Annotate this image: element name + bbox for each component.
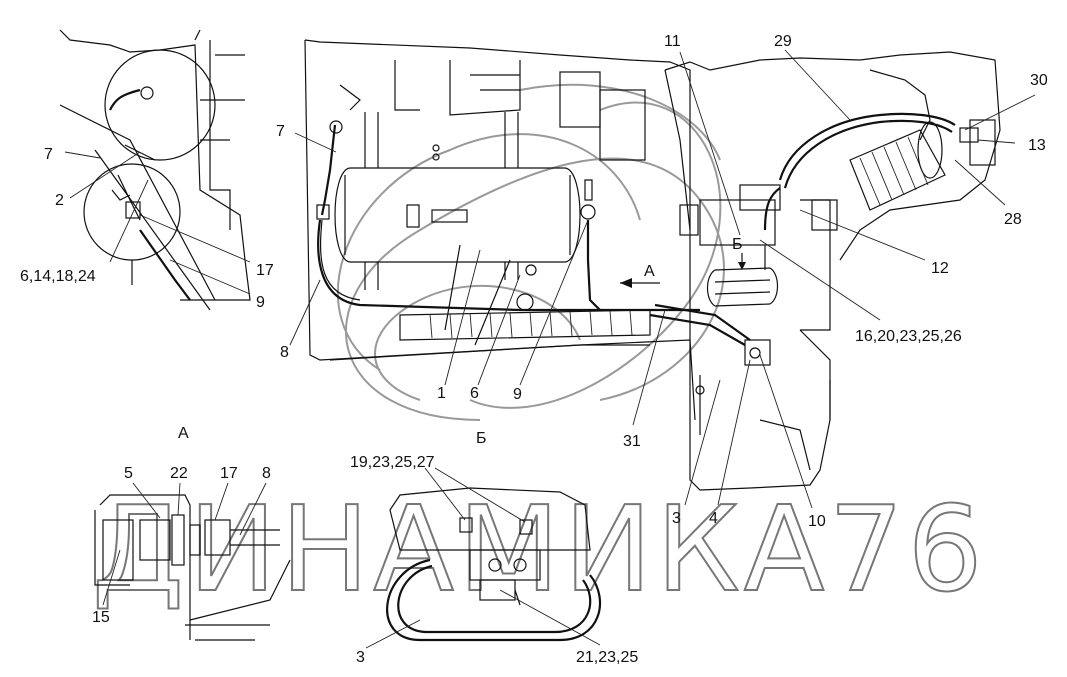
- view-b: [386, 487, 602, 642]
- callout-3-main: 3: [672, 510, 681, 527]
- view-a: [94, 494, 291, 641]
- callout-17-a: 17: [220, 465, 238, 482]
- view-b-title: Б: [476, 430, 487, 447]
- leader-lines: [64, 49, 1036, 649]
- callout-15: 15: [92, 609, 110, 626]
- callout-3-b: 3: [356, 649, 365, 666]
- callout-31: 31: [623, 433, 641, 450]
- detail-right: [649, 51, 1001, 491]
- callout-labels: 7 2 6,14,18,24 17 9 7 8 1 6 9 31 11 29 3…: [20, 33, 1048, 666]
- callout-6-14-18-24: 6,14,18,24: [20, 268, 96, 285]
- callout-7-main: 7: [276, 123, 285, 140]
- callout-7-left: 7: [44, 146, 53, 163]
- callout-4: 4: [709, 510, 718, 527]
- detail-main: [304, 39, 700, 421]
- callout-28: 28: [1004, 211, 1022, 228]
- callout-1: 1: [437, 385, 446, 402]
- callout-22: 22: [170, 465, 188, 482]
- callout-13: 13: [1028, 137, 1046, 154]
- watermark-text: ДИНАМИКА76: [92, 480, 987, 618]
- callout-21-23-25: 21,23,25: [576, 649, 638, 666]
- callout-12: 12: [931, 260, 949, 277]
- callout-10: 10: [808, 513, 826, 530]
- callout-17-left: 17: [256, 262, 274, 279]
- callout-11: 11: [664, 33, 681, 50]
- callout-8-main: 8: [280, 344, 289, 361]
- arrow-a-label: А: [644, 263, 655, 280]
- callout-6: 6: [470, 385, 479, 402]
- callout-19-23-25-27: 19,23,25,27: [350, 454, 435, 471]
- callout-5: 5: [124, 465, 133, 482]
- callout-16-20-23-25-26: 16,20,23,25,26: [855, 328, 962, 345]
- callout-9-main: 9: [513, 386, 522, 403]
- watermark-swirl: [336, 83, 725, 421]
- callout-2: 2: [55, 192, 64, 209]
- view-a-title: А: [178, 425, 189, 442]
- arrow-b-label: Б: [732, 236, 743, 253]
- callout-9-left: 9: [256, 294, 265, 311]
- callout-8-a: 8: [262, 465, 271, 482]
- callout-30: 30: [1030, 72, 1048, 89]
- callout-29: 29: [774, 33, 792, 50]
